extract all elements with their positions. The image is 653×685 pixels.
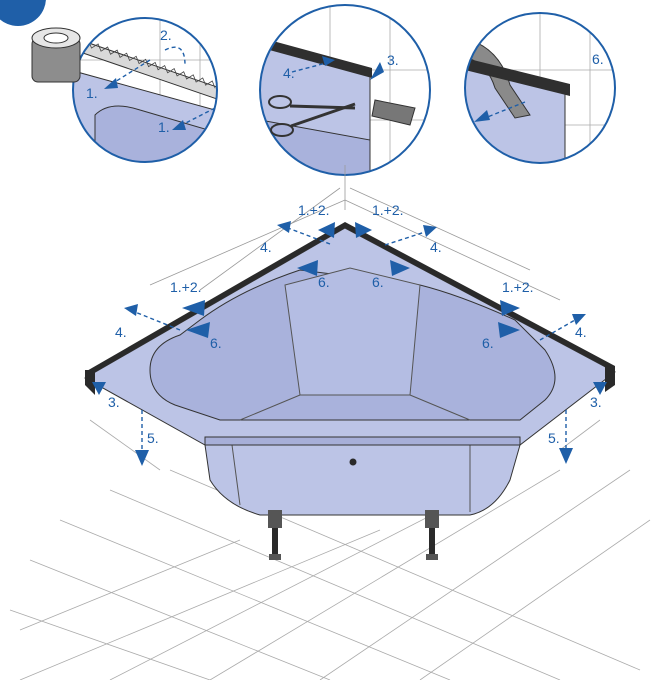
- step-badge: [0, 0, 46, 26]
- detail-1-label-2: 2.: [160, 27, 172, 43]
- label-top-left-6: 6.: [318, 274, 330, 290]
- label-left-3: 3.: [108, 394, 120, 410]
- tub-leg-right: [425, 510, 439, 560]
- label-top-right-6: 6.: [372, 274, 384, 290]
- detail-1-label-1a: 1.: [86, 85, 98, 101]
- drain-hole: [349, 458, 357, 466]
- label-left-6: 6.: [210, 335, 222, 351]
- main-labels: 1.+2. 1.+2. 1.+2. 1.+2. 4. 4. 4. 4. 6. 6…: [108, 202, 602, 446]
- bathtub: [83, 222, 616, 560]
- label-right-1-2: 1.+2.: [502, 279, 534, 295]
- room-lines: [149, 165, 561, 301]
- label-top-left-4: 4.: [260, 239, 272, 255]
- detail-2-label-4: 4.: [283, 65, 295, 81]
- scissors-icon: [268, 95, 356, 137]
- detail-circle-1: 2. 1. 1.: [31, 17, 218, 163]
- label-left-5: 5.: [147, 430, 159, 446]
- label-left-4: 4.: [115, 324, 127, 340]
- detail-circle-3: 6.: [464, 12, 616, 164]
- detail-2-label-3: 3.: [387, 52, 399, 68]
- detail-circle-2: 3. 4.: [259, 4, 431, 176]
- label-right-6: 6.: [482, 335, 494, 351]
- label-top-right-1-2: 1.+2.: [372, 202, 404, 218]
- label-top-right-4: 4.: [430, 239, 442, 255]
- label-top-left-1-2: 1.+2.: [298, 202, 330, 218]
- tub-leg-left: [268, 510, 282, 560]
- main-arrows: [92, 221, 607, 466]
- label-left-1-2: 1.+2.: [170, 279, 202, 295]
- detail-1-label-1b: 1.: [158, 119, 170, 135]
- label-right-4: 4.: [575, 324, 587, 340]
- label-right-3: 3.: [590, 394, 602, 410]
- detail-3-label-6: 6.: [592, 51, 604, 67]
- label-right-5: 5.: [548, 430, 560, 446]
